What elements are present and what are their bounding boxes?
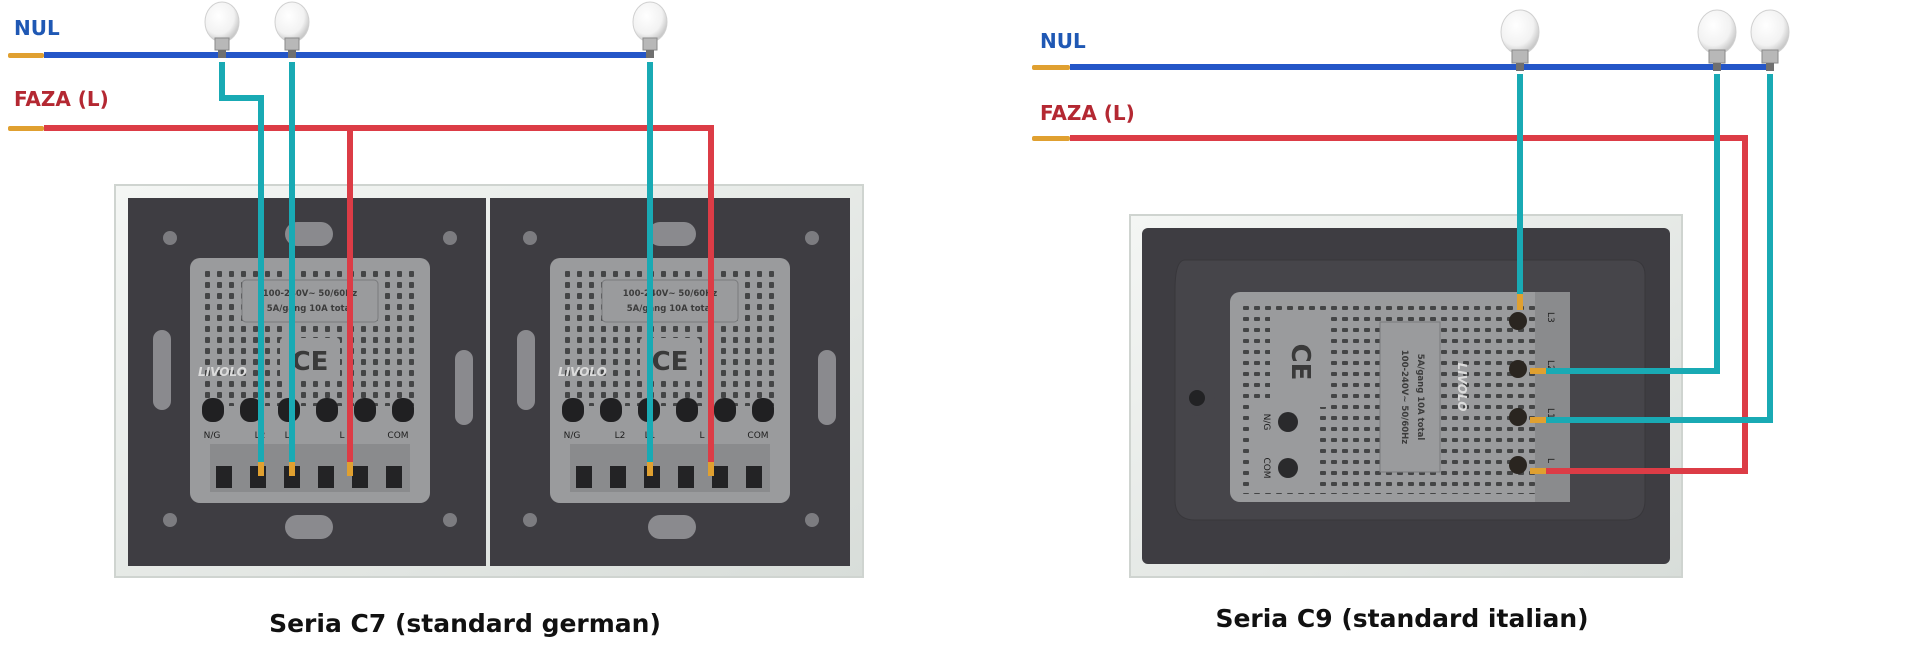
- terminal-label-l2: L2: [615, 431, 626, 441]
- phase-wire-tip: [8, 126, 44, 131]
- c9-switch-module: CE 100-240V~ 50/60Hz 5A/gang 10A total L…: [1230, 292, 1570, 502]
- bulb-socket: [1761, 49, 1779, 64]
- bulb-contact: [288, 50, 296, 58]
- rating-line-1: 100-240V~ 50/60Hz: [1399, 350, 1409, 445]
- brand-logo: LIVOLO: [198, 365, 247, 379]
- ce-mark-icon: CE: [1285, 344, 1315, 381]
- c9-bulb-1: [1500, 9, 1540, 71]
- neutral-wire-tip: [8, 53, 44, 58]
- c7-neutral-wire: [8, 52, 650, 58]
- terminal-label-l1: L1: [1545, 408, 1555, 419]
- c9-neutral-wire: [1032, 64, 1768, 70]
- c9-caption: Seria C9 (standard italian): [1215, 604, 1588, 633]
- terminal-strip: [1535, 292, 1570, 502]
- lightbulb-icon: [632, 1, 668, 43]
- c7-wire-terminal-ends: [258, 462, 714, 476]
- c9-bulb-2: [1697, 9, 1737, 71]
- bulb-contact: [1713, 63, 1721, 71]
- rating-line-2: 5A/gang 10A total: [267, 304, 354, 314]
- rating-line-1: 100-240V~ 50/60Hz: [263, 289, 358, 299]
- rating-line-1: 100-240V~ 50/60Hz: [623, 289, 718, 299]
- terminal-label-l3: L3: [1545, 312, 1555, 323]
- diagram-c9: CE 100-240V~ 50/60Hz 5A/gang 10A total L…: [1032, 9, 1790, 633]
- c7-screw-holes: [163, 231, 819, 527]
- terminal-label-com: COM: [387, 431, 408, 441]
- brand-logo: LIVOLO: [558, 365, 607, 379]
- side-label-com: COM: [1261, 457, 1271, 478]
- c9-phase-wire: [1032, 135, 1748, 474]
- bulb-socket: [1708, 49, 1726, 64]
- screw-block: [570, 444, 770, 492]
- c7-phase-wire: [8, 125, 714, 470]
- ce-mark-icon: CE: [292, 347, 329, 377]
- load-wire-l1: [1545, 74, 1773, 423]
- bulb-contact: [1516, 63, 1524, 71]
- rating-plate: [1379, 321, 1441, 473]
- lightbulb-icon: [204, 1, 240, 43]
- terminal-label-com: COM: [747, 431, 768, 441]
- c9-bulb-3: [1750, 9, 1790, 71]
- bulb-contact: [1766, 63, 1774, 71]
- rating-line-2: 5A/gang 10A total: [1415, 354, 1425, 441]
- rating-plate: [601, 279, 739, 323]
- phase-wire-tip: [1032, 136, 1070, 141]
- lightbulb-icon: [1697, 9, 1737, 55]
- ce-plate: [1270, 312, 1330, 407]
- bulb-socket: [642, 37, 658, 51]
- terminal-label-l: L: [1545, 458, 1555, 463]
- diagram-c7: 100-240V~ 50/60Hz 5A/gang 10A total CE L…: [8, 1, 864, 638]
- brand-logo: LIVOLO: [1455, 363, 1469, 412]
- neutral-wire-tip: [1032, 65, 1070, 70]
- ce-plate: [640, 338, 700, 380]
- c7-switch-module-2: 100-240V~ 50/60Hz 5A/gang 10A total CE L…: [550, 258, 790, 503]
- phase-wire-line: [1070, 135, 1748, 474]
- ce-mark-icon: CE: [652, 347, 689, 377]
- terminal-sockets: [562, 398, 774, 422]
- terminal-label-l2: L2: [1545, 360, 1555, 371]
- screw-block: [210, 444, 410, 492]
- terminal-label-ng: N/G: [564, 431, 581, 441]
- phase-label: FAZA (L): [14, 87, 109, 111]
- side-label-ng: N/G: [1261, 414, 1271, 431]
- c9-wire-terminal-ends: [1517, 294, 1546, 474]
- side-terminal-ng: [1278, 412, 1298, 432]
- terminal-label-ng: N/G: [204, 431, 221, 441]
- terminal-screws: [1509, 312, 1527, 474]
- neutral-label: NUL: [14, 16, 60, 40]
- c7-bulb-3: [632, 1, 668, 58]
- c7-load-wires: [219, 62, 653, 470]
- lightbulb-icon: [1750, 9, 1790, 55]
- rating-line-2: 5A/gang 10A total: [627, 304, 714, 314]
- c9-load-wires: [1517, 74, 1773, 423]
- terminal-label-l: L: [699, 431, 704, 441]
- c7-switch-module-1: 100-240V~ 50/60Hz 5A/gang 10A total CE L…: [190, 258, 430, 503]
- c7-bulb-2: [274, 1, 310, 58]
- rating-plate: [241, 279, 379, 323]
- terminal-label-l: L: [339, 431, 344, 441]
- phase-wire-line: [44, 125, 714, 470]
- bulb-socket: [1511, 49, 1529, 64]
- bulb-contact: [646, 50, 654, 58]
- screw-block-slots: [576, 466, 762, 488]
- c7-mounting-slots: [153, 222, 836, 539]
- bulb-contact: [218, 50, 226, 58]
- c7-bulb-1: [204, 1, 240, 58]
- bulb-socket: [284, 37, 300, 51]
- lightbulb-icon: [1500, 9, 1540, 55]
- load-wire-l2: [1545, 74, 1720, 374]
- phase-label: FAZA (L): [1040, 101, 1135, 125]
- side-terminal-com: [1278, 458, 1298, 478]
- neutral-label: NUL: [1040, 29, 1086, 53]
- load-wire-1: [219, 62, 264, 470]
- lightbulb-icon: [274, 1, 310, 43]
- bulb-socket: [214, 37, 230, 51]
- c9-screw-hole: [1189, 390, 1205, 406]
- c7-caption: Seria C7 (standard german): [269, 609, 661, 638]
